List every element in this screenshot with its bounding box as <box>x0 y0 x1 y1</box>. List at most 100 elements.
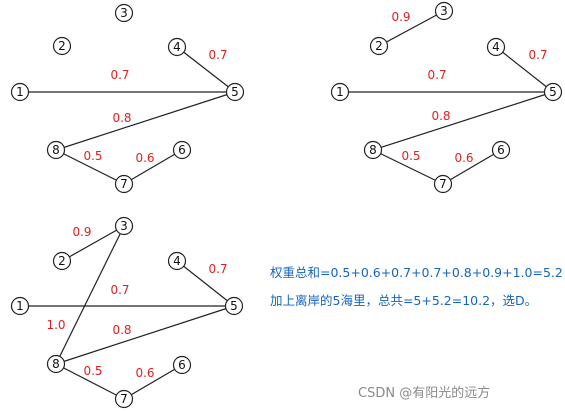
node-circle <box>114 216 134 236</box>
edge-weight-5-8: 0.8 <box>112 323 131 337</box>
node-label: 5 <box>231 85 239 99</box>
node-7: 7 <box>114 389 134 409</box>
node-6: 6 <box>172 355 192 375</box>
node-circle <box>114 3 134 23</box>
edge-weight-1-5: 0.7 <box>110 68 129 82</box>
node-label: 6 <box>497 143 505 157</box>
edge-weight-1-5: 0.7 <box>110 283 129 297</box>
node-4: 4 <box>167 251 187 271</box>
node-5: 5 <box>543 82 563 102</box>
edge-3-8 <box>55 225 125 365</box>
node-circle <box>486 37 506 57</box>
node-8: 8 <box>46 354 66 374</box>
graph-panel-3: 0.9 1.0 0.7 0.7 0.8 0.5 0.6 1 2 3 4 5 6 7 8 <box>10 216 244 409</box>
node-label: 1 <box>16 85 24 99</box>
node-label: 7 <box>120 392 128 406</box>
edge-weight-7-6: 0.6 <box>454 151 473 165</box>
node-circle <box>369 36 389 56</box>
edge-4-5 <box>176 260 235 307</box>
node-circle <box>172 140 192 160</box>
edge-weight-3-8: 1.0 <box>46 318 65 332</box>
edge-weight-5-8: 0.8 <box>431 109 450 123</box>
node-3: 3 <box>114 3 134 23</box>
edge-weight-8-7: 0.5 <box>83 149 102 163</box>
node-3: 3 <box>114 216 134 236</box>
edge-4-5 <box>176 46 236 93</box>
edge-8-7 <box>55 363 125 400</box>
edge-weight-7-6: 0.6 <box>135 366 154 380</box>
edge-weight-8-7: 0.5 <box>83 364 102 378</box>
node-circle <box>52 251 72 271</box>
node-circle <box>433 174 453 194</box>
node-label: 2 <box>58 39 66 53</box>
edge-weight-2-3: 0.9 <box>72 225 91 239</box>
node-circle <box>330 82 350 102</box>
node-6: 6 <box>491 140 511 160</box>
edge-5-8 <box>55 305 235 365</box>
node-8: 8 <box>46 140 66 160</box>
node-6: 6 <box>172 140 192 160</box>
node-circle <box>114 174 134 194</box>
edge-weight-4-5: 0.7 <box>208 262 227 276</box>
edge-7-6 <box>123 149 183 185</box>
node-circle <box>46 354 66 374</box>
node-label: 4 <box>173 254 181 268</box>
edge-weight-4-5: 0.7 <box>208 48 227 62</box>
edge-2-3 <box>61 225 125 262</box>
node-2: 2 <box>52 36 72 56</box>
node-label: 4 <box>492 40 500 54</box>
node-label: 2 <box>58 254 66 268</box>
node-1: 1 <box>330 82 350 102</box>
node-circle <box>114 389 134 409</box>
edge-weight-7-6: 0.6 <box>135 151 154 165</box>
node-circle <box>491 140 511 160</box>
node-8: 8 <box>363 140 383 160</box>
node-1: 1 <box>10 82 30 102</box>
node-5: 5 <box>225 82 245 102</box>
node-label: 3 <box>440 4 448 18</box>
node-1: 1 <box>10 296 30 316</box>
node-label: 8 <box>369 143 377 157</box>
node-label: 6 <box>178 143 186 157</box>
edge-weight-1-5: 0.7 <box>427 68 446 82</box>
edge-5-8 <box>55 91 236 151</box>
node-label: 2 <box>375 39 383 53</box>
node-circle <box>10 82 30 102</box>
node-circle <box>10 296 30 316</box>
node-5: 5 <box>224 296 244 316</box>
node-circle <box>224 296 244 316</box>
node-circle <box>46 140 66 160</box>
edge-weight-8-7: 0.5 <box>401 149 420 163</box>
note-total-distance: 加上离岸的5海里，总共=5+5.2=10.2，选D。 <box>270 293 538 308</box>
node-circle <box>543 82 563 102</box>
node-label: 3 <box>120 6 128 20</box>
node-label: 8 <box>52 143 60 157</box>
node-circle <box>172 355 192 375</box>
node-label: 7 <box>120 177 128 191</box>
node-label: 5 <box>230 299 238 313</box>
node-circle <box>52 36 72 56</box>
node-label: 6 <box>178 358 186 372</box>
node-label: 8 <box>52 357 60 371</box>
node-4: 4 <box>167 37 187 57</box>
watermark: CSDN @有阳光的远方 <box>358 386 491 401</box>
node-circle <box>225 82 245 102</box>
edge-8-7 <box>55 149 125 185</box>
node-4: 4 <box>486 37 506 57</box>
node-circle <box>167 37 187 57</box>
edge-2-3 <box>378 10 445 47</box>
node-label: 4 <box>173 40 181 54</box>
node-7: 7 <box>433 174 453 194</box>
node-label: 1 <box>336 85 344 99</box>
edge-7-6 <box>442 149 502 185</box>
node-circle <box>363 140 383 160</box>
edge-5-8 <box>372 91 554 151</box>
node-label: 1 <box>16 299 24 313</box>
edge-7-6 <box>123 364 183 400</box>
node-circle <box>434 1 454 21</box>
note-weight-sum: 权重总和=0.5+0.6+0.7+0.7+0.8+0.9+1.0=5.2； <box>270 265 565 280</box>
edge-weight-4-5: 0.7 <box>528 48 547 62</box>
